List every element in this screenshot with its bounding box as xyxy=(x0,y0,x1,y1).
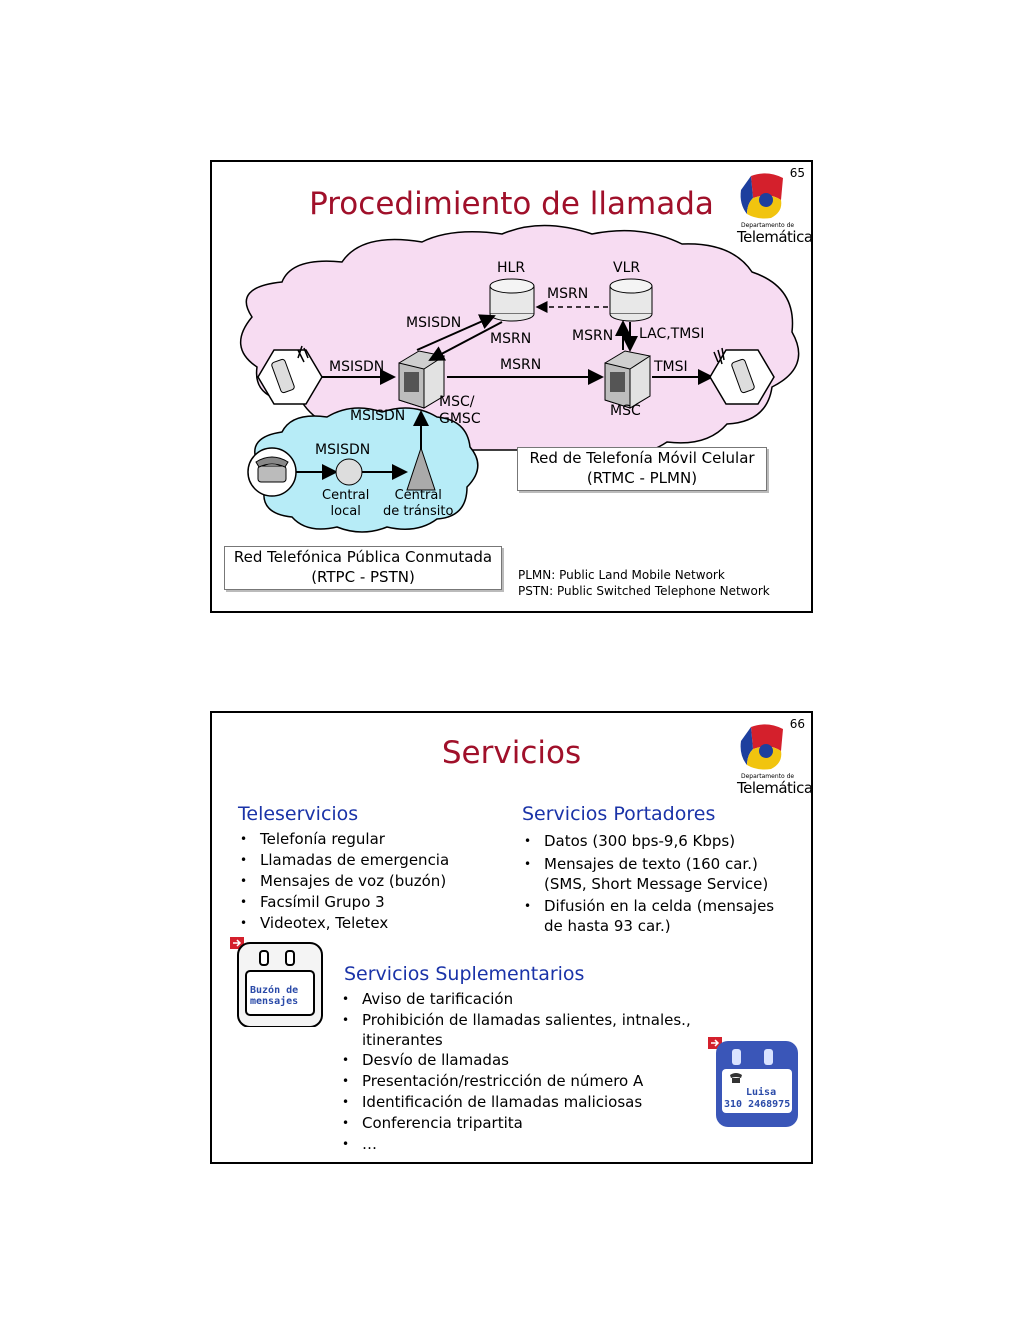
list-item: Presentación/restricción de número A xyxy=(340,1071,700,1092)
tmsi-label: TMSI xyxy=(654,359,688,375)
msc-gmsc-label: MSC/ GMSC xyxy=(439,394,481,427)
msc-switch-icon xyxy=(604,350,651,409)
pstn-note: PSTN: Public Switched Telephone Network xyxy=(518,584,770,598)
msrn-to-gmsc-label: MSRN xyxy=(490,331,532,347)
suplementarios-list: Aviso de tarificación Prohibición de lla… xyxy=(340,989,700,1155)
hlr-database-icon xyxy=(489,278,535,322)
list-item: Facsímil Grupo 3 xyxy=(238,892,508,913)
msisdn-pstn-label: MSISDN xyxy=(315,442,371,458)
msrn-vlr-label: MSRN xyxy=(572,328,614,344)
list-item: Desvío de llamadas xyxy=(340,1050,700,1071)
suplementarios-heading: Servicios Suplementarios xyxy=(344,963,585,985)
list-item: Identificación de llamadas maliciosas xyxy=(340,1092,700,1113)
msrn-gmsc-msc-label: MSRN xyxy=(500,357,542,373)
msc-gmsc-switch-icon xyxy=(398,350,445,409)
slide-title: Servicios xyxy=(441,735,582,771)
msisdn-mobile-label: MSISDN xyxy=(329,359,385,375)
mobile-station-right-icon xyxy=(709,347,775,405)
call-procedure-diagram xyxy=(239,224,800,533)
teleservicios-list: Telefonía regular Llamadas de emergencia… xyxy=(238,829,508,934)
list-item: Aviso de tarificación xyxy=(340,989,700,1010)
vlr-label: VLR xyxy=(613,260,641,276)
slide-title: Procedimiento de llamada xyxy=(309,186,714,222)
voicemail-screen-line2: mensajes xyxy=(250,996,299,1007)
list-item: Telefonía regular xyxy=(238,829,508,850)
central-local-icon xyxy=(335,458,363,486)
telematica-logo: Departamento de Telemática xyxy=(721,721,811,797)
caller-screen-number: 310 2468975 xyxy=(724,1099,791,1110)
voicemail-phone-illustration: Buzón de mensajes xyxy=(230,935,326,1028)
slide-65: 65 Procedimiento de llamada Departamento… xyxy=(210,160,813,613)
fixed-telephone-icon xyxy=(247,447,297,497)
central-transito-label: Central de tránsito xyxy=(383,488,454,519)
slide-number: 65 xyxy=(789,166,805,180)
portadores-heading: Servicios Portadores xyxy=(522,803,716,825)
caller-screen-name: Luisa xyxy=(746,1087,777,1098)
list-item: Prohibición de llamadas salientes, intna… xyxy=(340,1010,700,1050)
list-item: Mensajes de texto (160 car.) (SMS, Short… xyxy=(522,854,807,894)
rtmc-plmn-box: Red de Telefonía Móvil Celular (RTMC - P… xyxy=(517,447,767,491)
logo-name: Telemática xyxy=(737,228,813,246)
mobile-station-left-icon xyxy=(257,345,323,405)
central-local-label: Central local xyxy=(322,488,370,519)
list-item: Conferencia tripartita xyxy=(340,1113,700,1134)
msisdn-transit-label: MSISDN xyxy=(350,408,406,424)
msrn-hlr-vlr-label: MSRN xyxy=(547,286,589,302)
list-item: … xyxy=(340,1134,700,1155)
logo-dept: Departamento de xyxy=(741,222,795,229)
list-item: Difusión en la celda (mensajes de hasta … xyxy=(522,896,807,936)
slide-66: 66 Servicios Departamento de Telemática … xyxy=(210,711,813,1164)
central-transito-icon xyxy=(406,446,436,491)
list-item: Mensajes de voz (buzón) xyxy=(238,871,508,892)
logo-dept: Departamento de xyxy=(741,773,795,780)
teleservicios-heading: Teleservicios xyxy=(238,803,359,825)
slide-number: 66 xyxy=(789,717,805,731)
caller-id-phone-illustration: Luisa 310 2468975 xyxy=(708,1035,800,1127)
list-item: Datos (300 bps-9,6 Kbps) xyxy=(522,831,807,852)
msisdn-to-hlr-label: MSISDN xyxy=(406,315,462,331)
hlr-label: HLR xyxy=(497,260,526,276)
list-item: Llamadas de emergencia xyxy=(238,850,508,871)
lac-tmsi-label: LAC,TMSI xyxy=(639,326,705,342)
vlr-database-icon xyxy=(609,278,653,322)
list-item: Videotex, Teletex xyxy=(238,913,508,934)
logo-name: Telemática xyxy=(737,779,813,797)
telematica-logo: Departamento de Telemática xyxy=(721,170,811,246)
voicemail-screen-line1: Buzón de xyxy=(250,985,299,996)
plmn-note: PLMN: Public Land Mobile Network xyxy=(518,568,725,582)
msc-label: MSC xyxy=(610,403,641,419)
portadores-list: Datos (300 bps-9,6 Kbps) Mensajes de tex… xyxy=(522,831,807,936)
rtpc-pstn-box: Red Telefónica Pública Conmutada (RTPC -… xyxy=(224,546,502,590)
